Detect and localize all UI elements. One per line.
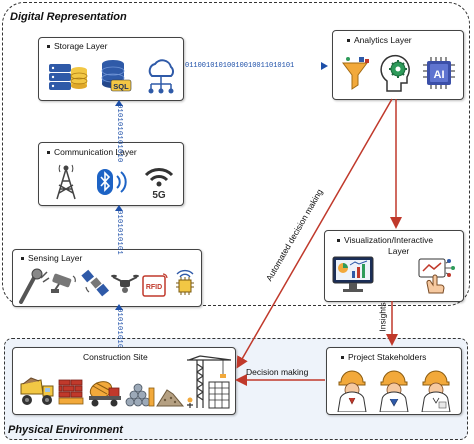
construction-site-title: Construction Site: [83, 352, 148, 362]
digital-representation-title: Digital Representation: [10, 11, 127, 23]
visualization-layer-title-line2: Layer: [388, 246, 410, 256]
analytics-layer-box: Analytics Layer AI: [332, 30, 464, 100]
binary-stream-comm-storage: 0101010101010: [115, 104, 123, 163]
engineer-hardhat-icon: [379, 370, 409, 412]
ai-chip-icon: AI: [423, 57, 455, 89]
rfid-label: RFID: [146, 284, 162, 291]
brick-stack-icon: [58, 379, 84, 405]
decision-making-label: Decision making: [246, 367, 309, 377]
ai-brain-gear-icon: [380, 54, 410, 92]
sensing-layer-box: Sensing Layer RFID: [12, 249, 202, 307]
sensing-layer-title: Sensing Layer: [28, 253, 83, 263]
arrow-automated-decision: [236, 98, 393, 369]
tower-crane-building-icon: [187, 355, 232, 409]
dump-truck-icon: [20, 377, 54, 405]
sensor-probe-icon: [19, 268, 50, 304]
wifi-5g-icon: 5G: [144, 168, 174, 201]
five-g-label: 5G: [152, 190, 166, 201]
insights-label: Insights: [377, 302, 388, 332]
arrowhead-to-communication: [115, 205, 123, 211]
database-server-icon: [49, 64, 88, 90]
physical-environment-title: Physical Environment: [8, 424, 123, 436]
rfid-tag-icon: RFID: [142, 273, 168, 297]
storage-layer-title: Storage Layer: [54, 41, 108, 51]
sql-database-icon: SQL: [101, 60, 132, 92]
iot-chip-icon: [176, 269, 194, 295]
construction-site-box: Construction Site: [12, 347, 236, 415]
project-stakeholders-title: Project Stakeholders: [348, 352, 427, 362]
analytics-layer-title: Analytics Layer: [354, 35, 412, 45]
bluetooth-icon: [97, 169, 127, 195]
digital-representation-region: [2, 2, 470, 306]
data-filter-icon: [342, 57, 369, 90]
dashboard-monitor-icon: [332, 256, 374, 292]
binary-stream-sensing-comm: 0101010101: [115, 210, 123, 256]
binary-stream-storage-analytics: 01100101010010010011010101: [185, 62, 295, 70]
arrowhead-to-analytics: [321, 62, 328, 70]
drone-icon: [111, 274, 139, 293]
cctv-camera-icon: [51, 273, 76, 293]
binary-stream-site-sensing: 0101010101: [115, 308, 123, 354]
satellite-icon: [81, 269, 110, 297]
visualization-layer-title-line1: Visualization/Interactive: [344, 235, 434, 245]
worker-hardhat-icon: [337, 370, 367, 412]
sand-gravel-pile-icon: [156, 389, 185, 407]
communication-layer-title: Communication Layer: [54, 147, 137, 157]
concrete-mixer-icon: [89, 381, 121, 407]
visualization-layer-box: Visualization/Interactive Layer: [324, 230, 464, 302]
cell-tower-icon: [56, 164, 76, 200]
sql-label: SQL: [113, 82, 129, 91]
storage-layer-box: Storage Layer SQL: [38, 37, 184, 101]
arrowhead-to-sensing: [115, 304, 123, 310]
touch-interaction-icon: [418, 258, 455, 294]
cloud-network-icon: [148, 59, 174, 94]
ai-label: AI: [434, 69, 445, 81]
arrowhead-to-storage: [115, 100, 123, 106]
manager-hardhat-icon: [421, 370, 451, 412]
pipes-material-icon: [125, 383, 155, 407]
communication-layer-box: Communication Layer 5G: [38, 142, 184, 206]
project-stakeholders-box: Project Stakeholders: [326, 347, 462, 415]
